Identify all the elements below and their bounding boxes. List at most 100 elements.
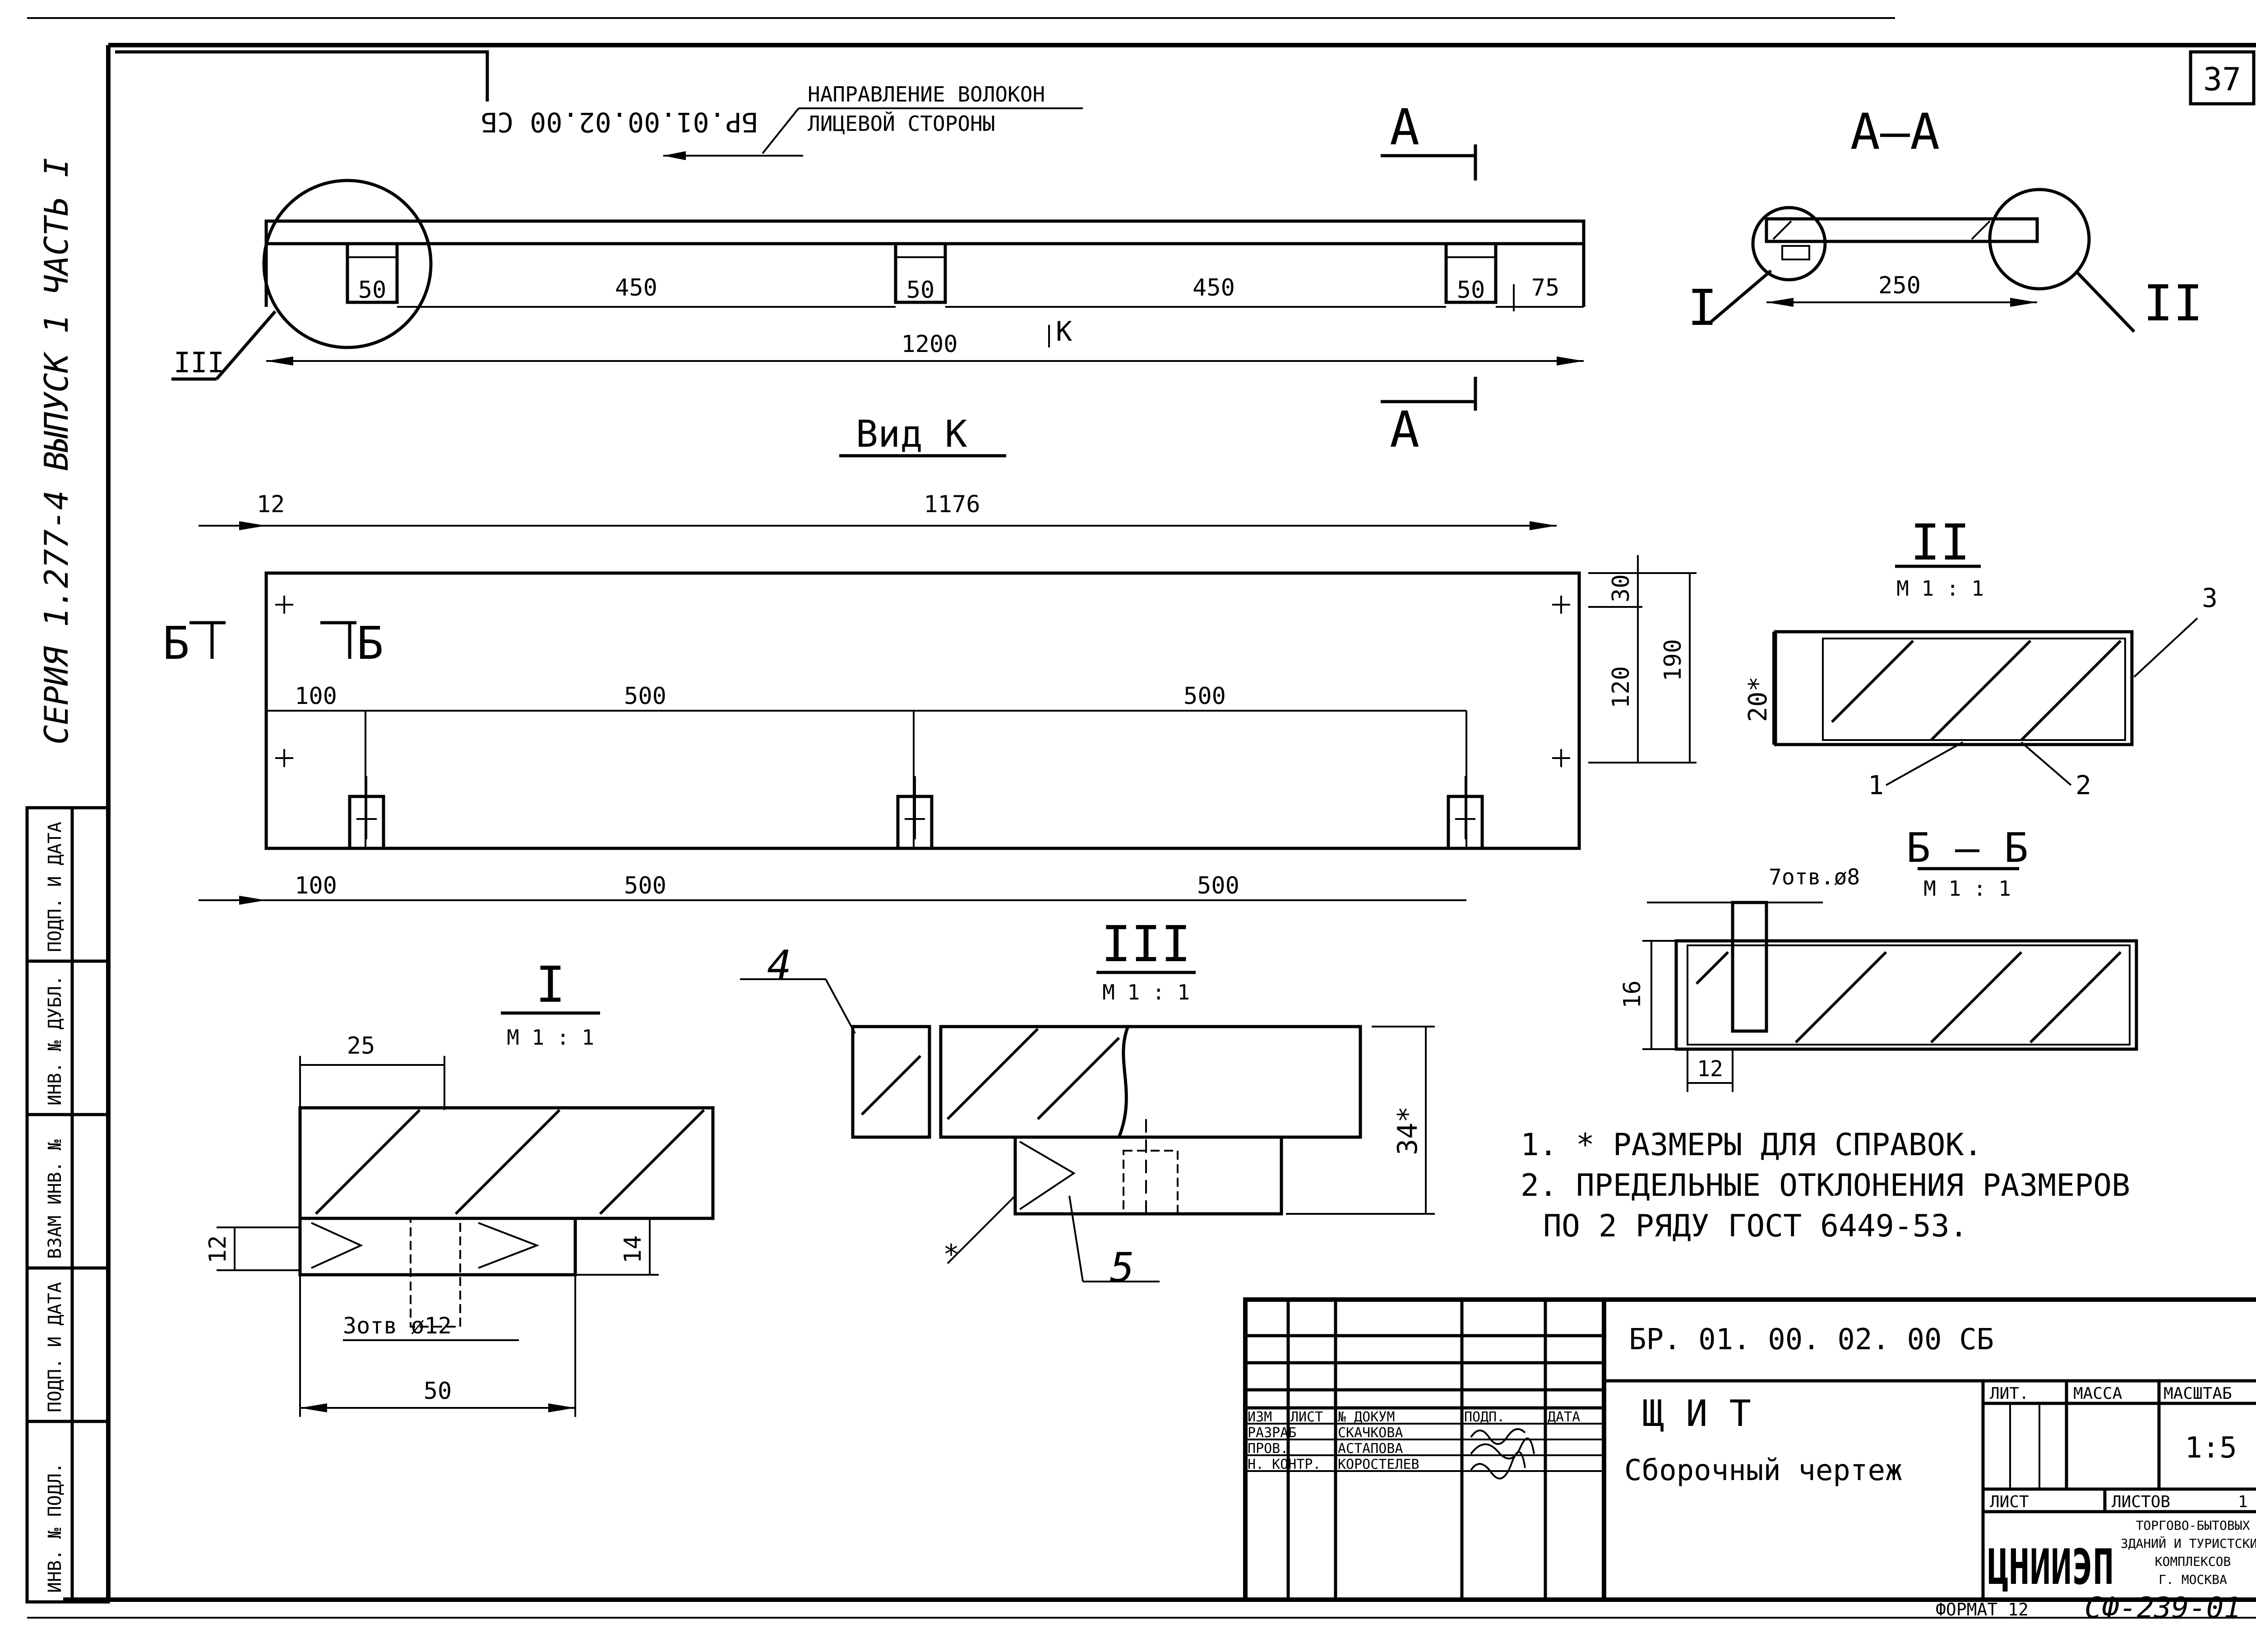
stamp-cell-3: ВЗАМ ИНВ. №: [45, 1139, 65, 1259]
callout-i: I: [1687, 279, 1717, 337]
title-subname: Сборочный чертеж: [1624, 1454, 1903, 1487]
title-name: Щ И Т: [1642, 1393, 1751, 1435]
note-3: ПО 2 РЯДУ ГОСТ 6449-53.: [1543, 1208, 1968, 1244]
detail-ii: II М 1 : 1 20* 1 2 3: [1743, 514, 2218, 801]
detail-ii-pos3: 3: [2202, 583, 2218, 613]
section-bb-16: 16: [1619, 980, 1646, 1009]
detail-i: I М 1 : 1 25 12 14 3отв ø12 50: [204, 956, 715, 1417]
dim-30: 30: [1608, 574, 1635, 602]
detail-i-scale: М 1 : 1: [507, 1025, 594, 1050]
page-number-box: 37: [2189, 50, 2256, 106]
dim-450-a: 450: [615, 274, 657, 301]
signature-3: [1470, 1451, 1526, 1480]
dim-1176: 1176: [924, 491, 980, 518]
org-line-1: ТОРГОВО-БЫТОВЫХ: [2136, 1518, 2250, 1533]
fiber-note-line2: ЛИЦЕВОЙ СТОРОНЫ: [808, 111, 995, 136]
section-aa: А—А 250 I II: [1687, 103, 2203, 337]
detail-ii-pos2: 2: [2076, 770, 2091, 801]
cut-label-a-bottom: А: [1390, 401, 1419, 458]
detail-ii-scale: М 1 : 1: [1896, 576, 1984, 601]
cut-label-b-left: Б: [162, 617, 190, 670]
org-line-4: Г. МОСКВА: [2159, 1572, 2227, 1587]
dim-75: 75: [1531, 274, 1560, 301]
signature-2: [1470, 1437, 1535, 1460]
dim-500-bottom-b: 500: [1197, 872, 1239, 899]
dim-500-top-a: 500: [624, 683, 666, 710]
dim-50-a: 50: [358, 277, 387, 304]
section-bb-12: 12: [1697, 1056, 1723, 1082]
hdr-doc: № ДОКУМ: [1338, 1409, 1395, 1425]
detail-iii: III М 1 : 1 34* 4 5 *: [740, 915, 1435, 1291]
dim-450-b: 450: [1193, 274, 1235, 301]
k-mark: К: [1056, 316, 1072, 347]
cut-label-a-top: А: [1390, 98, 1419, 156]
fiber-note-line1: НАПРАВЛЕНИЕ ВОЛОКОН: [808, 82, 1045, 106]
view-k: Вид К 12 1176 Б Б 100 500 500 100: [162, 413, 1697, 905]
role-3: Н. КОНТР.: [1248, 1457, 1321, 1472]
note-1: 1. * РАЗМЕРЫ ДЛЯ СПРАВОК.: [1521, 1127, 1983, 1163]
detail-ii-pos1: 1: [1868, 770, 1884, 801]
section-bb-title: Б — Б: [1906, 824, 2029, 872]
signature-1: [1470, 1428, 1526, 1445]
series-side-text: СЕРИЯ 1.277-4 ВЫПУСК 1 ЧАСТЬ I: [37, 158, 75, 745]
dim-250: 250: [1878, 272, 1921, 299]
dim-1200: 1200: [901, 331, 957, 358]
lit-label: ЛИТ.: [1990, 1384, 2029, 1403]
sheets-label: ЛИСТОВ: [2112, 1493, 2170, 1511]
left-stamp: ИНВ. № ПОДЛ. ПОДП. И ДАТА ВЗАМ ИНВ. № ИН…: [25, 806, 110, 1604]
detail-iii-pos4: 4: [767, 942, 791, 989]
role-1: РАЗРАБ: [1248, 1425, 1296, 1441]
org-line-3: КОМПЛЕКСОВ: [2155, 1554, 2231, 1569]
sheet-label: ЛИСТ: [1990, 1493, 2029, 1511]
detail-iii-title: III: [1101, 915, 1191, 973]
section-bb-holes: 7отв.ø8: [1769, 865, 1860, 890]
detail-i-title: I: [536, 956, 565, 1013]
cut-marks-a: А А: [1381, 98, 1477, 458]
callout-ii: II: [2143, 274, 2203, 332]
detail-ii-dim: 20*: [1743, 676, 1773, 722]
scale-value: 1:5: [2185, 1431, 2237, 1465]
weld-mark: *: [943, 1239, 959, 1270]
detail-i-50: 50: [424, 1378, 452, 1405]
role-2: ПРОВ.: [1248, 1441, 1288, 1457]
scale-label: МАСШТАБ: [2164, 1384, 2232, 1403]
section-bb-scale: М 1 : 1: [1923, 876, 2011, 901]
format-label: ФОРМАТ 12: [1936, 1600, 2029, 1620]
detail-i-holes: 3отв ø12: [343, 1313, 452, 1339]
stamp-cell-5: ПОДП. И ДАТА: [45, 822, 65, 952]
title-designation: БР. 01. 00. 02. 00 СБ: [1629, 1323, 1994, 1356]
stamp-cell-2: ПОДП. И ДАТА: [45, 1282, 65, 1412]
hdr-sign: ПОДП.: [1464, 1409, 1505, 1425]
page-number: 37: [2203, 61, 2241, 98]
dim-190: 190: [1660, 639, 1687, 681]
section-aa-title: А—А: [1850, 103, 1940, 161]
note-2: 2. ПРЕДЕЛЬНЫЕ ОТКЛОНЕНИЯ РАЗМЕРОВ: [1521, 1168, 2130, 1203]
detail-iii-pos5: 5: [1110, 1244, 1134, 1291]
dim-12-k: 12: [257, 491, 285, 518]
callout-iii: III: [174, 346, 224, 379]
hdr-date: ДАТА: [1548, 1409, 1580, 1425]
org-line-2: ЗДАНИЙ И ТУРИСТСКИХ: [2121, 1536, 2256, 1551]
title-block: БР. 01. 00. 02. 00 СБ Щ И Т Сборочный че…: [1243, 1297, 2256, 1625]
org-logo: ЦНИИЭП: [1988, 1539, 2114, 1596]
detail-i-14: 14: [619, 1235, 647, 1263]
detail-ii-title: II: [1910, 514, 1970, 571]
person-2: АСТАПОВА: [1338, 1441, 1403, 1457]
hdr-izm: ИЗМ: [1248, 1409, 1272, 1425]
sheets-value: 1: [2238, 1493, 2248, 1511]
stamp-cell-4: ИНВ. № ДУБЛ.: [45, 975, 65, 1106]
detail-i-12: 12: [204, 1235, 231, 1263]
dim-500-bottom-a: 500: [624, 872, 666, 899]
stamp-cell-1: ИНВ. № ПОДЛ.: [45, 1462, 65, 1593]
person-3: КОРОСТЕЛЕВ: [1338, 1457, 1419, 1472]
hdr-list: ЛИСТ: [1290, 1409, 1323, 1425]
detail-iii-dim: 34*: [1392, 1106, 1424, 1155]
mirrored-code-box: БР.01.00.02.00 СБ: [115, 50, 758, 138]
mass-label: МАССА: [2073, 1384, 2122, 1403]
section-bb: Б — Б М 1 : 1 7отв.ø8 16 12: [1619, 824, 2138, 1092]
mirrored-code: БР.01.00.02.00 СБ: [481, 106, 758, 138]
dim-100-top: 100: [295, 683, 337, 710]
detail-iii-scale: М 1 : 1: [1102, 980, 1190, 1004]
dim-500-top-b: 500: [1183, 683, 1226, 710]
